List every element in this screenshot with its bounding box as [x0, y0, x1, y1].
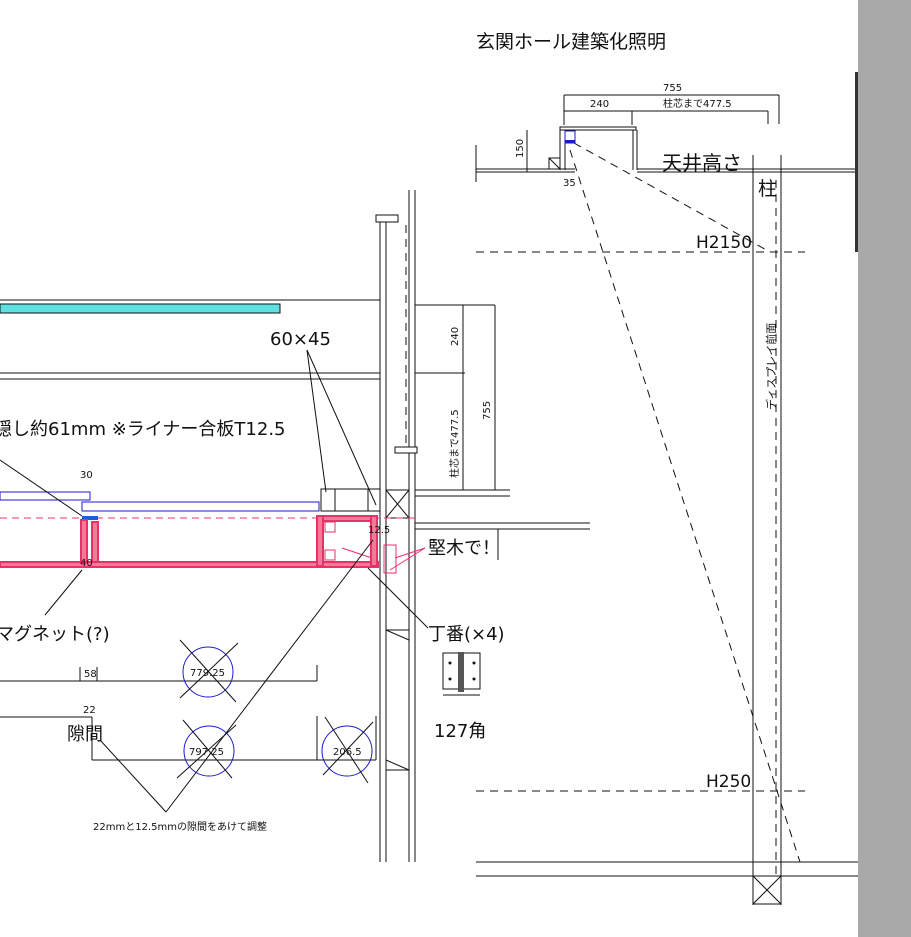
gap-label: 隙間: [67, 724, 103, 745]
dim-755-top: 755: [663, 83, 682, 94]
dim-30: 30: [80, 470, 93, 481]
dim-58: 58: [84, 669, 97, 680]
display-front-label: ディスプレイ前面: [764, 323, 778, 410]
dim-to-center-vertical: 柱芯まで477.5: [448, 409, 461, 478]
hinge-size-label: 127角: [434, 721, 486, 742]
size-60x45-label: 60×45: [270, 329, 331, 350]
liner-note: 隠し約61mm ※ライナー合板T12.5: [0, 419, 286, 440]
stiff-wood-label: 堅木で！: [428, 538, 500, 559]
h250-label: H250: [706, 772, 751, 792]
dim-22: 22: [83, 705, 96, 716]
gap-note: 22mmと12.5mmの隙間をあけて調整: [93, 820, 267, 833]
svg-text:797.25: 797.25: [189, 747, 224, 758]
door-panel: 30 40 12.5: [0, 349, 429, 629]
dim-circle-779: 779.25: [179, 639, 239, 703]
dim-40: 40: [80, 558, 93, 569]
magnet-label: マグネット(?): [0, 624, 110, 645]
cove-detail: 755 240 柱芯まで477.5 150 35 天井高さ 柱 ディスプレイ前面…: [475, 83, 858, 905]
dim-12-5: 12.5: [368, 525, 390, 536]
dim-150: 150: [515, 139, 526, 158]
dim-240-top: 240: [590, 99, 609, 110]
svg-text:779.25: 779.25: [190, 668, 225, 679]
column-label: 柱: [758, 178, 777, 200]
dim-35: 35: [563, 178, 576, 189]
ceiling-height-label: 天井高さ: [662, 151, 742, 175]
wall-section: 240 755 柱芯まで477.5: [0, 190, 590, 862]
dim-circle-797: 797.25: [176, 719, 237, 779]
dim-to-center-top: 柱芯まで477.5: [663, 97, 732, 110]
dim-circle-206: 206.5: [321, 716, 374, 784]
dim-755-vertical: 755: [482, 401, 493, 420]
lower-dimensions: 58 22 779.25 797.25 206.5: [0, 539, 377, 813]
hinge-label: 丁番(×4): [428, 624, 505, 645]
hinge-icon: [442, 652, 481, 696]
page-edge: [855, 72, 859, 252]
h2150-label: H2150: [696, 233, 752, 253]
svg-text:206.5: 206.5: [333, 747, 362, 758]
viewer-background: [858, 0, 911, 937]
drawing-title: 玄関ホール建築化照明: [476, 31, 666, 53]
dim-240-vertical: 240: [450, 327, 461, 346]
